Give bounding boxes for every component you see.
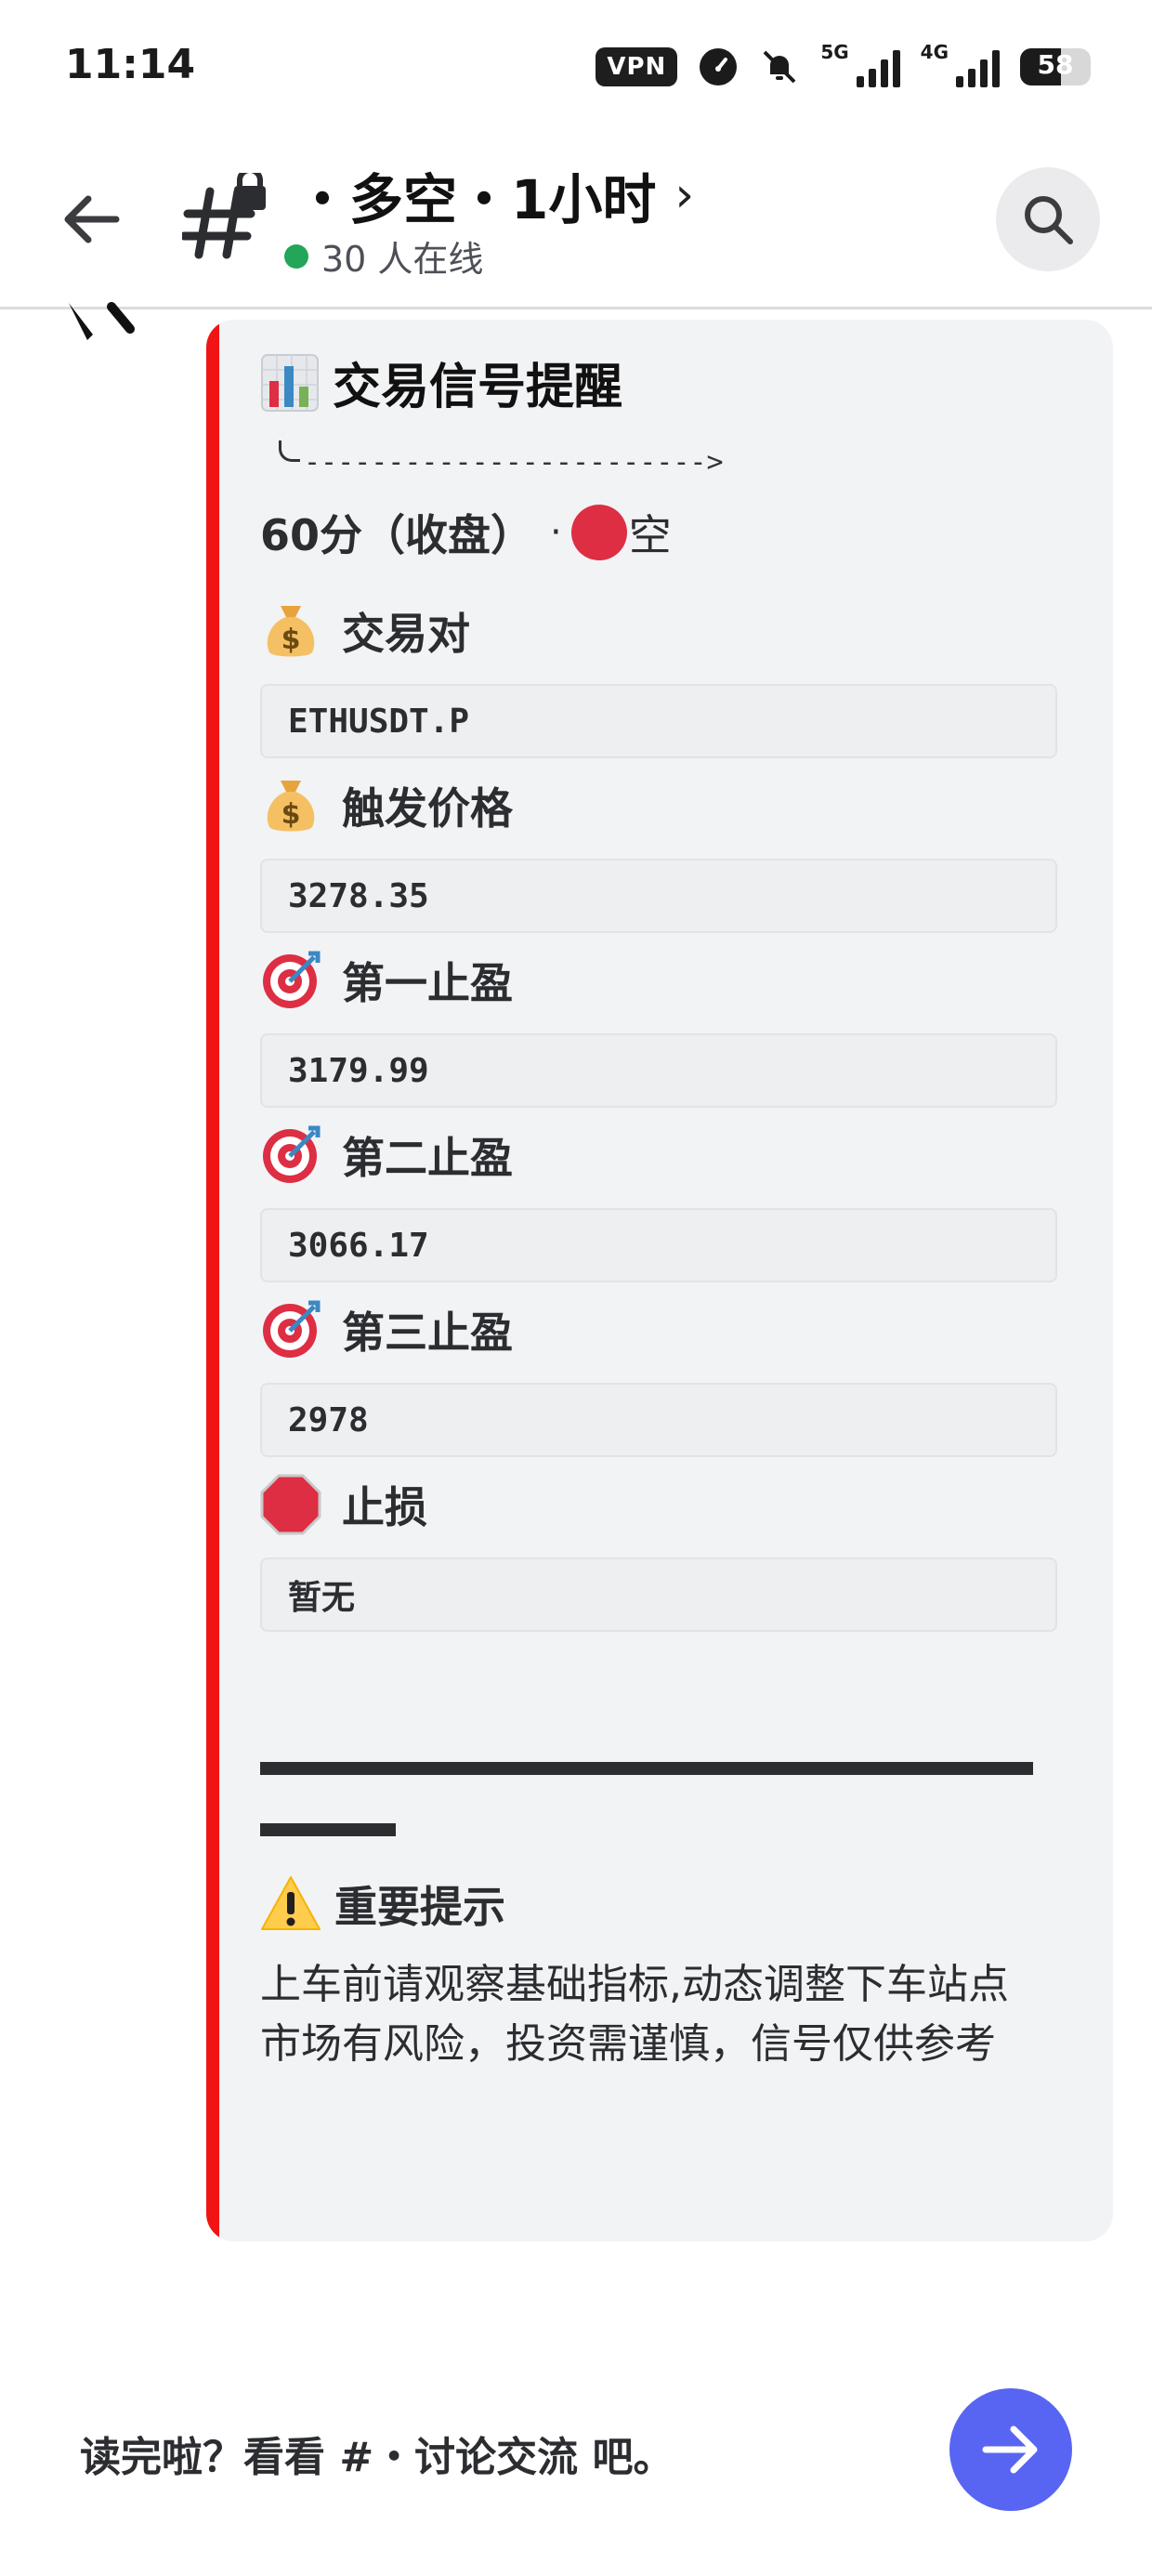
embed-title: 交易信号提醒 — [260, 348, 622, 417]
field-label: 触发价格 — [342, 783, 513, 834]
decorative-arrow: ------------------------> — [279, 440, 724, 479]
locked-channel-icon — [182, 173, 266, 259]
field-value: ETHUSDT.P — [260, 684, 1057, 758]
speedometer-icon — [700, 48, 738, 85]
network-5g-label: 5G — [820, 41, 849, 63]
separator: · — [550, 511, 562, 554]
field-label: 第三止盈 — [342, 1308, 513, 1358]
signal-bars-icon — [856, 46, 900, 87]
target-icon — [263, 1125, 321, 1183]
online-status: 30 人在线 — [284, 230, 483, 282]
arrow-right-icon — [982, 2425, 1038, 2474]
online-count: 30 人在线 — [321, 239, 484, 280]
field-value: 3179.99 — [260, 1033, 1057, 1108]
field-stop-loss: 止损 — [260, 1474, 427, 1535]
avatar-fragment-icon — [69, 302, 135, 340]
next-channel-button[interactable] — [949, 2388, 1072, 2511]
timeframe-row: 60分（收盘） · 空 — [260, 502, 672, 563]
vpn-badge: VPN — [596, 47, 678, 86]
red-circle-icon — [570, 505, 627, 560]
timeframe: 60分（收盘） — [260, 510, 534, 560]
embed-title-text: 交易信号提醒 — [333, 360, 623, 415]
back-button[interactable] — [54, 182, 128, 256]
online-dot-icon — [284, 243, 308, 269]
embed-accent-bar — [206, 320, 219, 2241]
field-take-profit-2: 第二止盈 — [260, 1124, 513, 1186]
header-divider — [0, 307, 1152, 309]
warning-icon — [261, 1876, 321, 1930]
search-button[interactable] — [996, 167, 1100, 271]
field-label: 交易对 — [342, 609, 470, 659]
signal-bars-icon — [956, 46, 1000, 87]
field-take-profit-3: 第三止盈 — [260, 1299, 513, 1360]
channel-name: ・多空・1小时 — [295, 168, 657, 231]
field-take-profit-1: 第一止盈 — [260, 950, 513, 1011]
battery-icon: 58 — [1020, 48, 1091, 85]
status-icons: VPN 5G 4G 58 — [596, 41, 1091, 93]
field-value: 2978 — [260, 1383, 1057, 1457]
arrow-left-icon — [64, 195, 120, 243]
divider-short — [260, 1823, 396, 1836]
divider-long — [260, 1762, 1033, 1775]
target-icon — [263, 951, 321, 1008]
field-value: 3278.35 — [260, 859, 1057, 933]
notice-title: 重要提示 — [260, 1873, 505, 1935]
field-label: 止损 — [342, 1482, 427, 1532]
svg-text:$: $ — [281, 624, 301, 656]
money-bag-icon: $ — [267, 781, 315, 832]
signal-embed: 交易信号提醒 ------------------------> 60分（收盘）… — [206, 320, 1113, 2241]
notice-title-text: 重要提示 — [334, 1882, 505, 1932]
field-value: 3066.17 — [260, 1208, 1057, 1282]
svg-text:$: $ — [281, 798, 301, 831]
status-time: 11:14 — [65, 41, 196, 88]
field-label: 第一止盈 — [342, 958, 513, 1008]
chevron-right-icon: › — [674, 167, 695, 223]
battery-level: 58 — [1037, 49, 1074, 80]
arrow-text: ------------------------> — [304, 446, 724, 479]
search-icon — [1025, 196, 1073, 244]
signal-side: 空 — [628, 510, 672, 560]
field-value: 暂无 — [260, 1557, 1057, 1632]
field-label: 第二止盈 — [342, 1133, 513, 1183]
field-trigger-price: $ 触发价格 — [260, 775, 513, 836]
notice-line: 上车前请观察基础指标,动态调整下车站点 — [260, 1961, 1009, 2008]
bar-chart-icon — [261, 353, 319, 412]
target-icon — [263, 1300, 321, 1358]
network-4g-label: 4G — [920, 41, 949, 63]
channel-title[interactable]: ・多空・1小时 › — [295, 156, 694, 234]
bell-muted-icon — [763, 50, 796, 84]
read-complete-prompt[interactable]: 读完啦？看看 #・讨论交流 吧。 — [80, 2434, 674, 2481]
stop-sign-icon — [260, 1474, 321, 1535]
field-label-pair: $ 交易对 — [260, 600, 470, 662]
notice-body: 上车前请观察基础指标,动态调整下车站点 市场有风险，投资需谨慎，信号仅供参考 — [260, 1955, 1057, 2074]
notice-line: 市场有风险，投资需谨慎，信号仅供参考 — [260, 2020, 996, 2068]
money-bag-icon: $ — [267, 606, 315, 657]
